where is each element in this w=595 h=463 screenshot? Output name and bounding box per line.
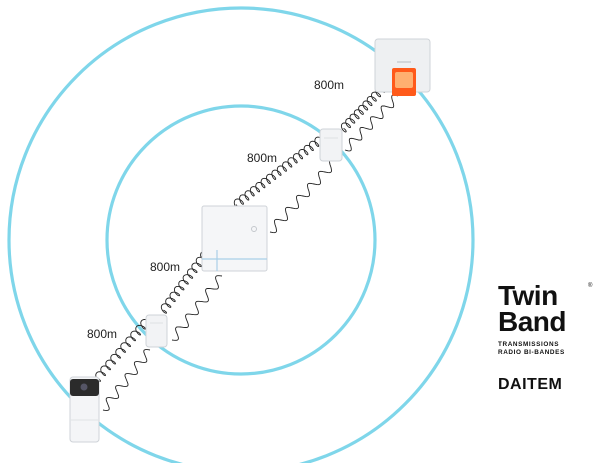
radio-sine-wave [172,276,222,341]
radio-sine-wave [103,350,150,411]
distance-label: 800m [247,151,277,165]
control-panel-icon [202,206,267,271]
outdoor-siren-icon [375,39,430,96]
outdoor-camera-icon [70,377,99,442]
registered-mark: ® [588,283,592,289]
repeater-icon [146,315,167,347]
distance-label: 800m [150,260,180,274]
brand-subtitle-2: RADIO BI-BANDES [498,349,594,356]
brand-band: Band [498,309,566,335]
distance-label: 800m [87,327,117,341]
daitem-logo: DAITEM [498,376,562,394]
brand-subtitle-1: TRANSMISSIONS [498,341,594,348]
radio-coil-wave [234,137,321,208]
repeater-icon [320,129,342,161]
radio-sine-wave [270,159,336,232]
distance-label: 800m [314,78,344,92]
